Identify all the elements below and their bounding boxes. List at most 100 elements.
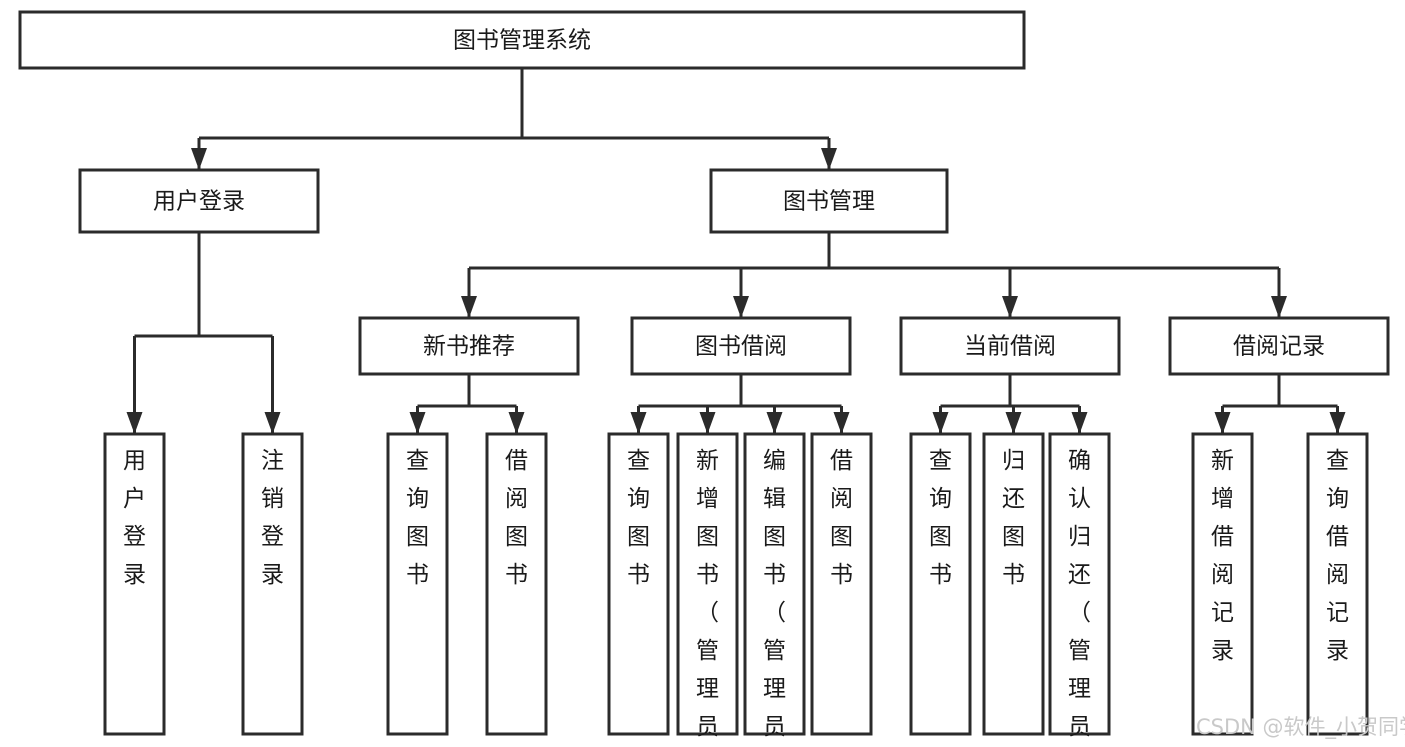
node-label-char: 增 (696, 486, 719, 512)
node-label-char: 书 (627, 562, 650, 588)
node-book-borrow[interactable]: 图书借阅 (630, 316, 852, 376)
arrow-head-icon (699, 412, 716, 434)
node-book-manage[interactable]: 图书管理 (709, 168, 949, 234)
node-label-char: 新 (1211, 448, 1234, 474)
node-leaf-user-login[interactable]: 用户登录 (103, 432, 166, 736)
node-label-char: 阅 (1211, 562, 1234, 588)
node-label-char: 归 (1068, 524, 1091, 550)
arrow-head-icon (508, 412, 525, 434)
node-box[interactable] (1306, 432, 1369, 736)
node-label-char: 编 (763, 448, 786, 474)
node-label-char: 增 (1211, 486, 1234, 512)
node-label-char: 用 (123, 448, 146, 474)
node-label-char: （ (696, 600, 719, 626)
node-label-char: 录 (123, 562, 146, 588)
node-label-char: 书 (929, 562, 952, 588)
arrow-head-icon (821, 148, 837, 170)
node-label-char: 查 (1326, 448, 1349, 474)
node-box[interactable] (709, 168, 949, 234)
node-label-char: 阅 (505, 486, 528, 512)
node-new-book-rec[interactable]: 新书推荐 (358, 316, 580, 376)
node-label-char: 查 (627, 448, 650, 474)
arrow-head-icon (1002, 296, 1018, 318)
node-label-char: 新 (696, 448, 719, 474)
node-box[interactable] (1048, 432, 1111, 736)
node-box[interactable] (607, 432, 670, 736)
node-label-char: 管 (763, 638, 786, 664)
node-box[interactable] (1168, 316, 1390, 376)
node-label-char: 管 (696, 638, 719, 664)
arrow-head-icon (630, 412, 647, 434)
node-box[interactable] (743, 432, 806, 736)
node-box[interactable] (810, 432, 873, 736)
node-label: 当前借阅 (964, 334, 1056, 360)
node-label-char: 员 (1068, 714, 1091, 740)
node-box[interactable] (899, 316, 1121, 376)
node-box[interactable] (982, 432, 1045, 736)
node-layer: 图书管理系统用户登录图书管理新书推荐图书借阅当前借阅借阅记录用户登录注销登录查询… (18, 10, 1390, 747)
node-label-char: 图 (830, 524, 853, 550)
node-root[interactable]: 图书管理系统 (18, 10, 1026, 70)
node-box[interactable] (241, 432, 304, 736)
node-box[interactable] (630, 316, 852, 376)
node-label-char: 记 (1326, 600, 1349, 626)
arrow-head-icon (1214, 412, 1231, 434)
node-label-char: 图 (1002, 524, 1025, 550)
node-current-borrow[interactable]: 当前借阅 (899, 316, 1121, 376)
node-label-char: 管 (1068, 638, 1091, 664)
node-label-char: 询 (1326, 486, 1349, 512)
node-label-char: 归 (1002, 448, 1025, 474)
arrow-head-icon (264, 412, 281, 434)
node-box[interactable] (78, 168, 320, 234)
node-user-login[interactable]: 用户登录 (78, 168, 320, 234)
node-label-char: 理 (763, 676, 786, 702)
node-label-char: 理 (696, 676, 719, 702)
node-label-char: 借 (1211, 524, 1234, 550)
node-box[interactable] (358, 316, 580, 376)
node-label-char: 图 (763, 524, 786, 550)
node-label-char: 询 (406, 486, 429, 512)
node-box[interactable] (485, 432, 548, 736)
node-box[interactable] (103, 432, 166, 736)
node-label-char: 图 (406, 524, 429, 550)
arrow-head-icon (932, 412, 949, 434)
node-label-char: 书 (1002, 562, 1025, 588)
node-label-char: 查 (929, 448, 952, 474)
arrow-head-icon (766, 412, 783, 434)
node-label-char: （ (1068, 600, 1091, 626)
arrow-head-icon (733, 296, 749, 318)
node-label-char: 记 (1211, 600, 1234, 626)
node-label: 用户登录 (153, 189, 245, 215)
node-box[interactable] (386, 432, 449, 736)
node-box[interactable] (909, 432, 972, 736)
node-label-char: 书 (505, 562, 528, 588)
node-label-char: 图 (696, 524, 719, 550)
node-borrow-record[interactable]: 借阅记录 (1168, 316, 1390, 376)
node-box[interactable] (18, 10, 1026, 70)
arrow-head-icon (1271, 296, 1287, 318)
node-label-char: 阅 (830, 486, 853, 512)
arrow-head-icon (833, 412, 850, 434)
node-box[interactable] (676, 432, 739, 736)
node-label-char: 户 (123, 486, 146, 512)
node-label: 图书管理 (783, 189, 875, 215)
node-label-char: 图 (505, 524, 528, 550)
node-label-char: 登 (261, 524, 284, 550)
node-label-char: 确 (1068, 448, 1091, 474)
node-label-char: 书 (696, 562, 719, 588)
node-box[interactable] (1191, 432, 1254, 736)
